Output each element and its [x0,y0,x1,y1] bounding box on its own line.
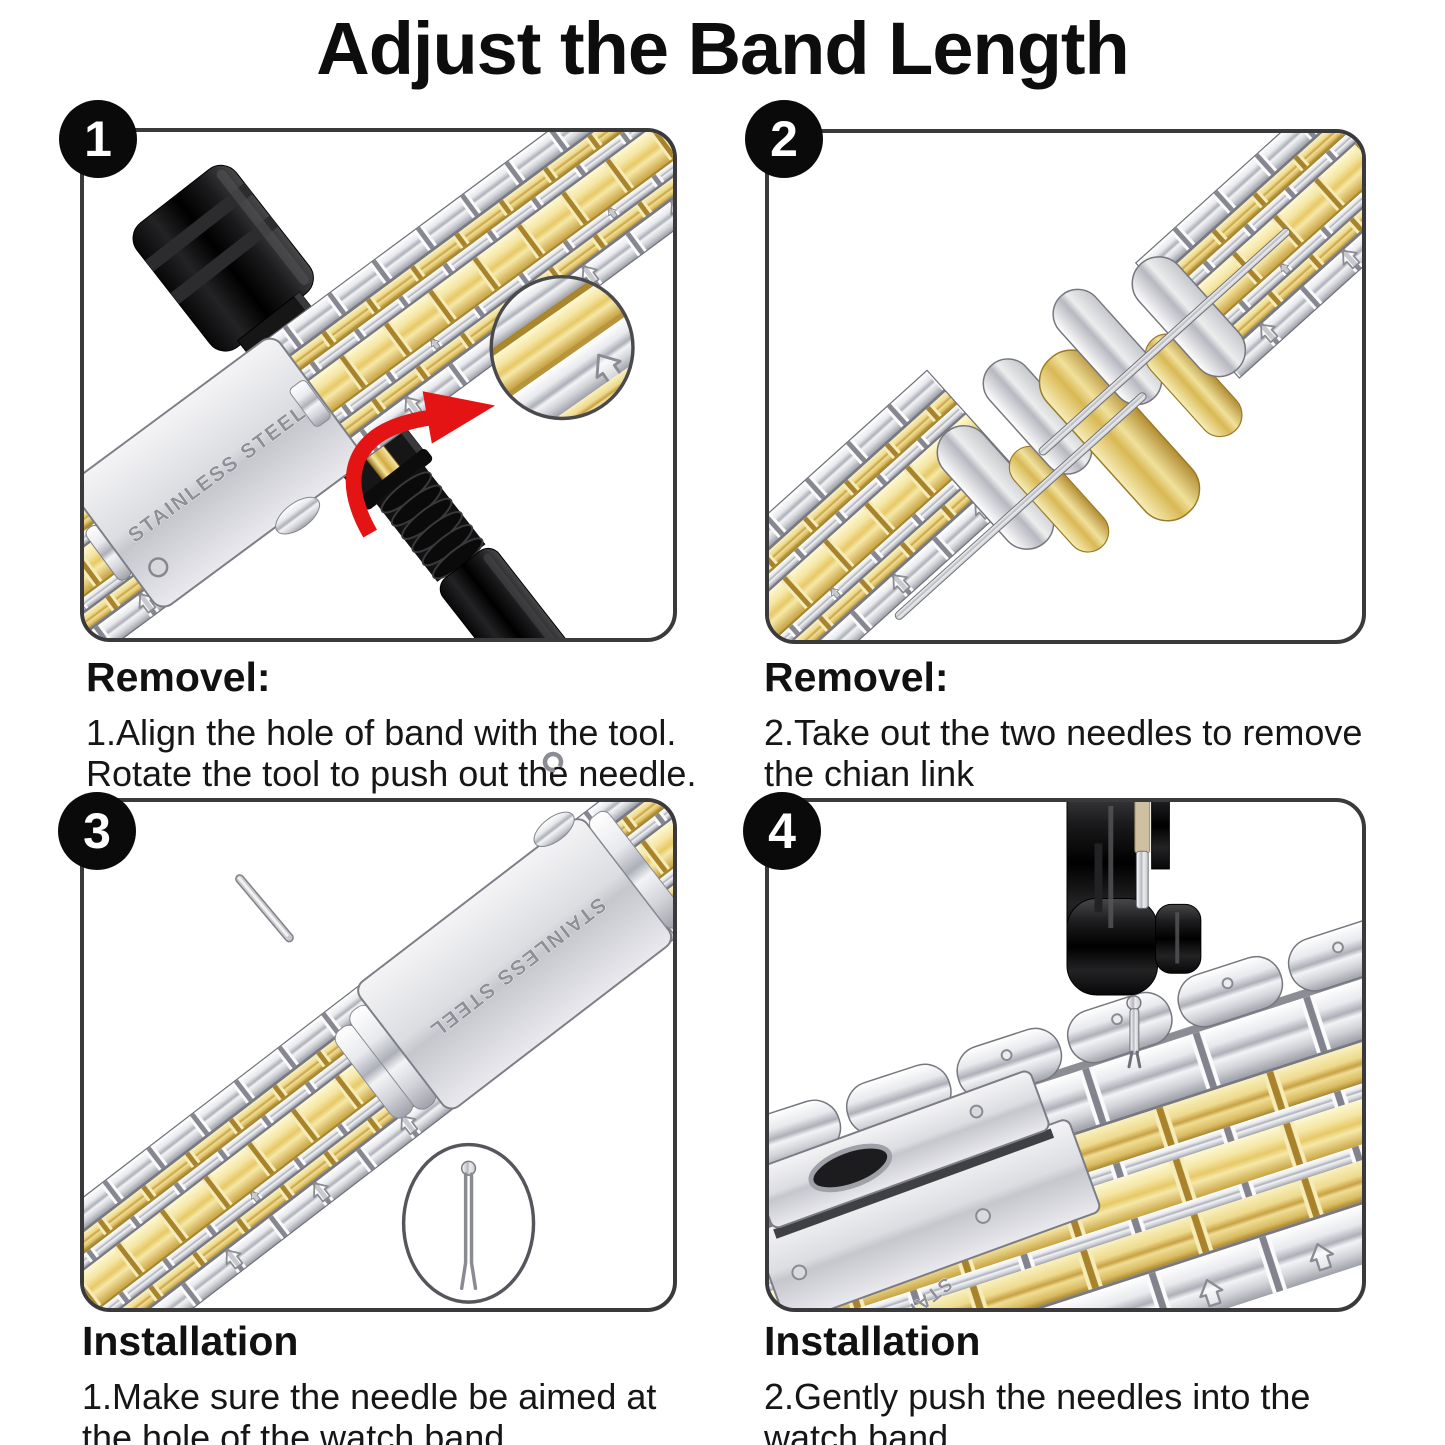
step-4-badge: 4 [743,792,821,870]
step-4-caption-line: 2.Gently push the needles into the [764,1376,1311,1417]
detached-chain-link [936,256,1247,553]
magnifier-inset [489,274,635,421]
pin-hole [1000,1049,1013,1061]
pin-hole [1332,941,1344,954]
step-1-panel: STAINLESS STEEL [80,128,677,642]
step-2-illustration [769,133,1362,640]
split-pin-icon [459,1160,478,1291]
step-4-panel: STAINLESS [765,798,1366,1312]
step-3-caption: Installation 1.Make sure the needle be a… [82,1318,702,1445]
clasp-slot [808,1143,893,1193]
step-4-caption-title: Installation [764,1318,981,1364]
page-title: Adjust the Band Length [316,7,1130,90]
clasp-plate: STAINLESS STEEL [84,337,362,608]
step-4-caption: Installation 2.Gently push the needles i… [764,1318,1414,1445]
clasp-button [275,496,321,535]
step-1-caption-title: Removel: [86,654,271,700]
step-3-caption-line: the hole of the watch band. [82,1417,515,1445]
needle-icon [1038,227,1291,456]
step-1-badge: 1 [59,100,137,178]
step-4-illustration: STAINLESS [769,802,1362,1308]
step-2-caption: Removel: 2.Take out the two needles to r… [764,654,1414,794]
step-3-panel: STAINLESS STEEL [80,798,677,1312]
step-2-badge: 2 [745,100,823,178]
step-1-caption-line: Rotate the tool to push out the needle. [86,753,697,794]
step-2-caption-title: Removel: [764,654,949,700]
step-2-panel [765,129,1366,644]
step-4-caption-line: watch band. [764,1417,959,1445]
step-1-caption-line: 1.Align the hole of band with the tool. [86,712,677,753]
needle-tip-glyph [542,751,564,773]
magnifier-inset [401,1142,536,1304]
step-3-badge: 3 [58,792,136,870]
pin-hole [1111,1013,1123,1026]
pin-hole [1221,977,1234,990]
spring-knurl [380,471,484,580]
watch-band: STAINLESS STEEL [84,802,673,1308]
watch-band: STAINLESS STEEL [84,132,673,638]
needle-icon [235,874,294,943]
step-2-caption-line: the chian link [764,753,975,794]
clasp-hole [148,557,169,578]
tool-pin-icon [1134,802,1151,909]
step-3-caption-title: Installation [82,1318,299,1364]
step-2-caption-line: 2.Take out the two needles to remove [764,712,1363,753]
step-1-caption: Removel: 1.Align the hole of band with t… [86,654,706,794]
needle-icon [894,392,1147,620]
clasp-button [533,811,575,847]
step-3-illustration: STAINLESS STEEL [84,802,673,1308]
rotate-arrow-icon [345,391,496,538]
step-1-illustration: STAINLESS STEEL [84,132,673,638]
press-tool [1066,802,1202,996]
step-3-caption-line: 1.Make sure the needle be aimed at [82,1376,657,1417]
needle-icon [1126,995,1142,1069]
